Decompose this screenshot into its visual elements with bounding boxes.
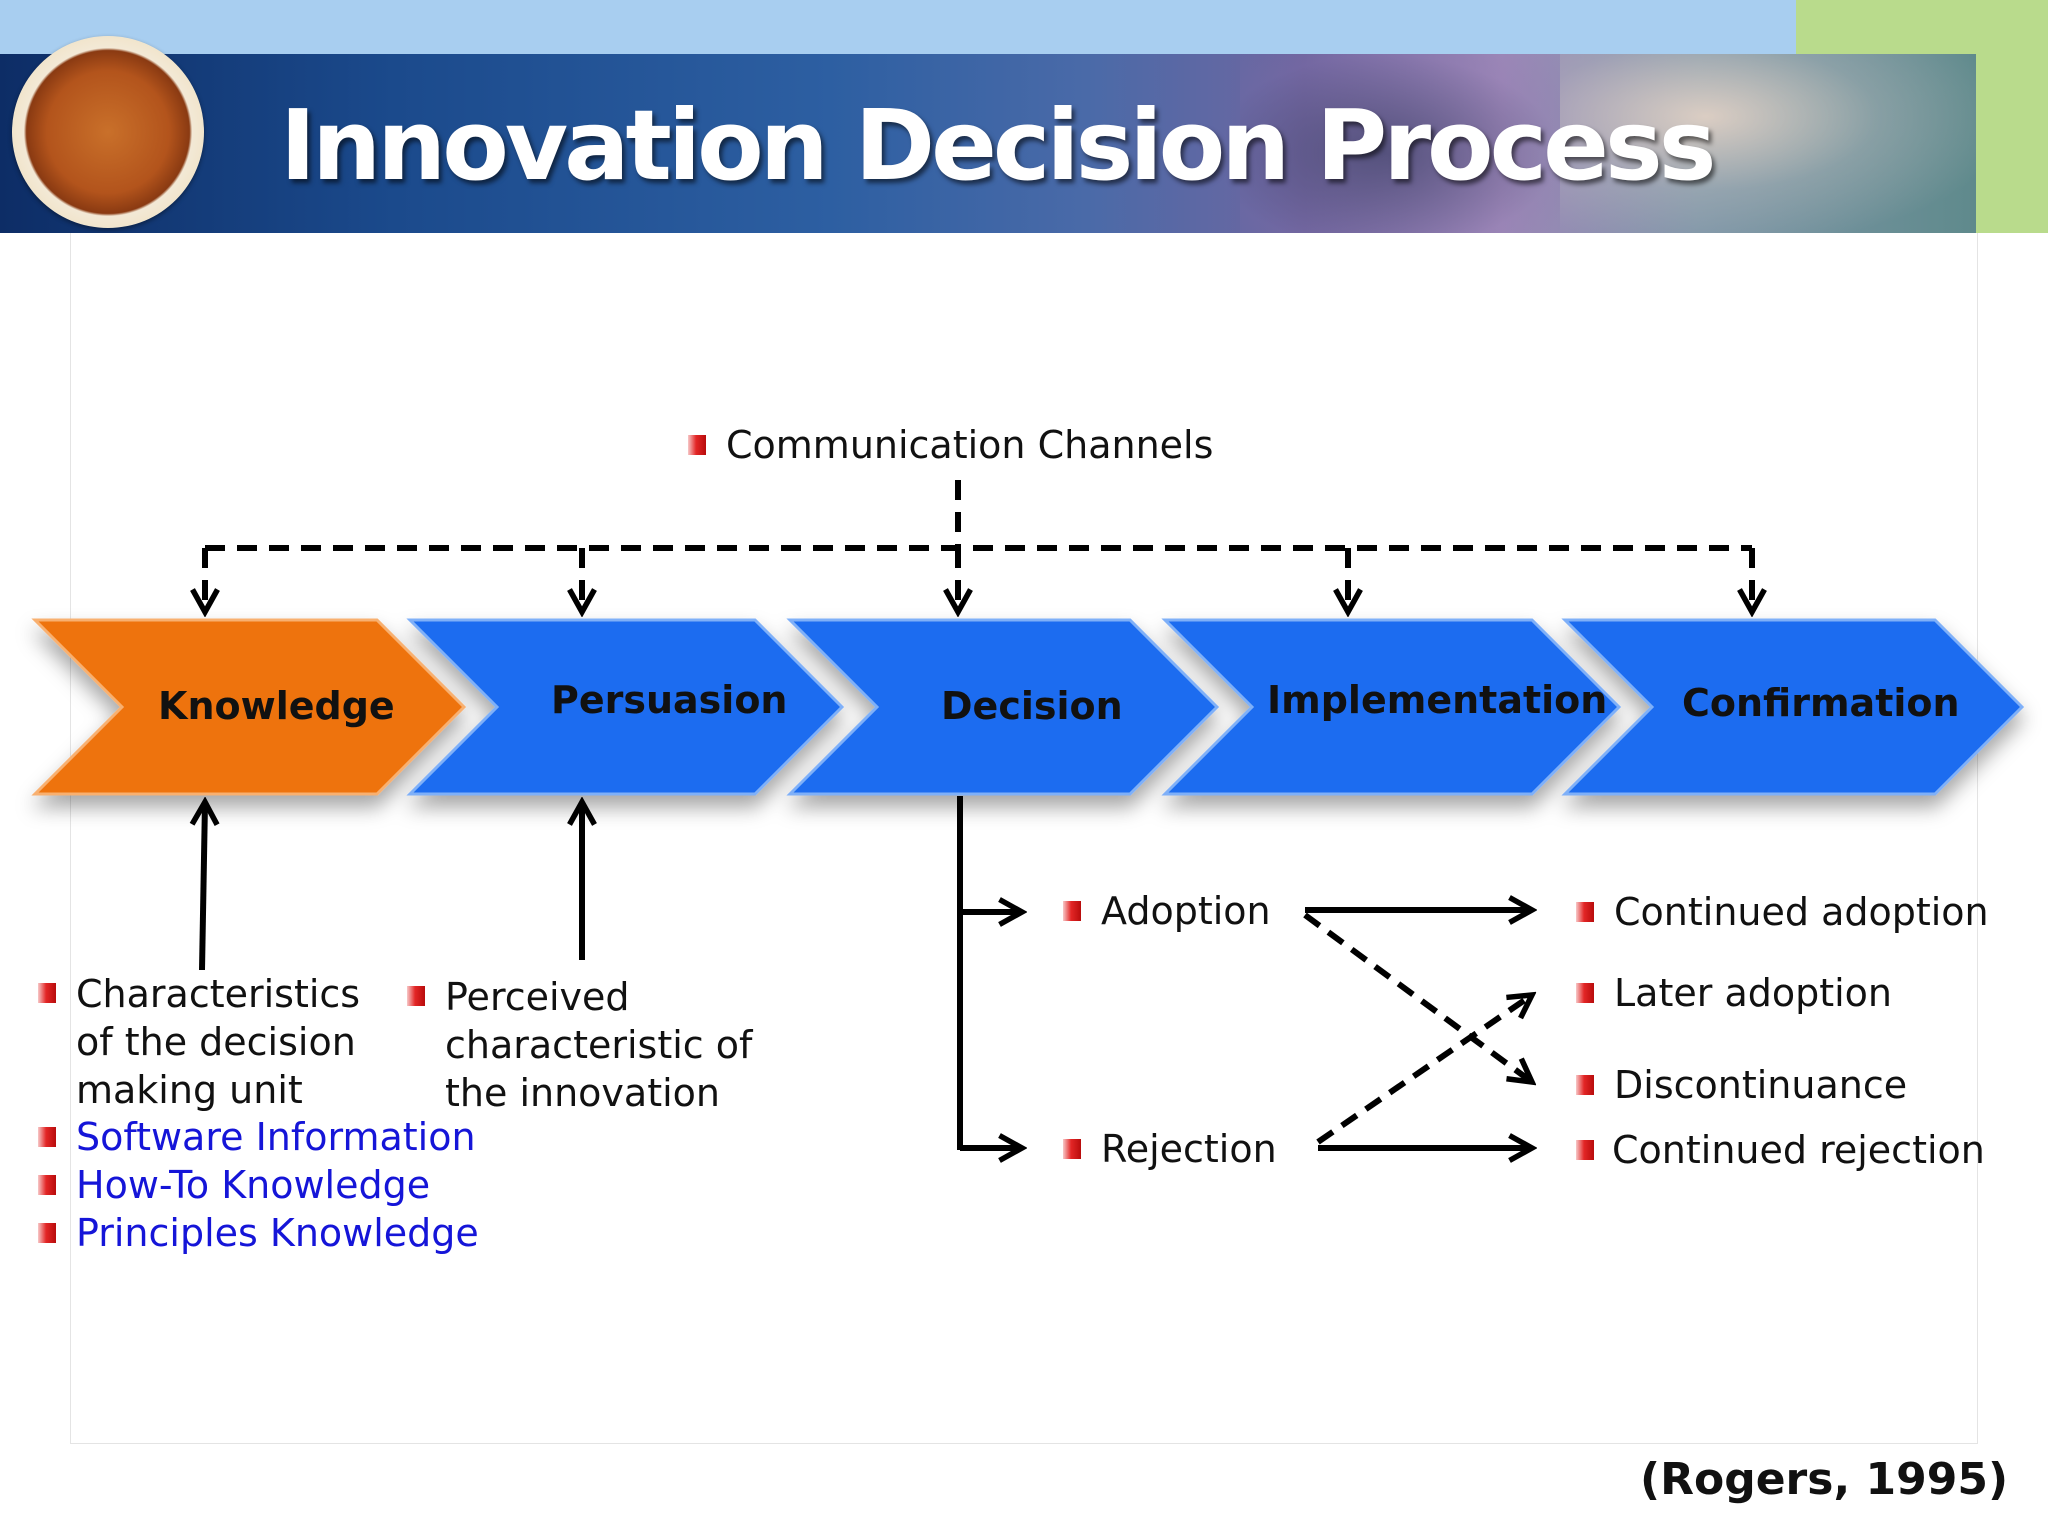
content-panel (70, 233, 1978, 1444)
stage-label-implementation: Implementation (1267, 678, 1608, 722)
bullet-icon (1576, 902, 1594, 922)
stage-label-persuasion: Persuasion (551, 678, 788, 722)
bullet-icon (688, 435, 706, 455)
bullet-icon (38, 983, 56, 1003)
characteristics-line-3: making unit (76, 1068, 303, 1112)
bullet-icon (38, 1175, 56, 1195)
outcome-continued-rejection: Continued rejection (1612, 1128, 1985, 1172)
knowledge-type-how-to: How-To Knowledge (76, 1163, 431, 1207)
outcome-later-adoption: Later adoption (1614, 971, 1893, 1015)
bullet-icon (1576, 1075, 1594, 1095)
stage-chevron-decision (786, 618, 1220, 796)
stage-chevron-persuasion (406, 618, 845, 796)
header-photo-woman (1560, 54, 1976, 233)
adoption-to-discontinuance-arrow (1303, 912, 1532, 1082)
citation: (Rogers, 1995) (1640, 1454, 2009, 1505)
bullet-icon (407, 986, 425, 1006)
stage-chevron-confirmation (1561, 618, 2025, 796)
knowledge-type-principles: Principles Knowledge (76, 1211, 479, 1255)
characteristics-line-2: of the decision (76, 1020, 356, 1064)
decision-outcome-rejection: Rejection (1101, 1127, 1277, 1171)
header-photo-people (1240, 54, 1560, 233)
stage-chevron-implementation (1161, 618, 1622, 796)
bullet-icon (1063, 1139, 1081, 1159)
decision-outcome-adoption: Adoption (1101, 889, 1271, 933)
bullet-icon (1063, 901, 1081, 921)
communication-channels-label: Communication Channels (726, 423, 1214, 467)
stage-chevron-knowledge (31, 618, 467, 796)
bullet-icon (38, 1127, 56, 1147)
perceived-line-1: Perceived (445, 975, 630, 1019)
stage-label-knowledge: Knowledge (158, 684, 395, 728)
knowledge-type-software-information: Software Information (76, 1115, 476, 1159)
stage-label-decision: Decision (941, 684, 1123, 728)
stage-label-confirmation: Confirmation (1682, 681, 1960, 725)
page-title: Innovation Decision Process (280, 89, 1716, 202)
bullet-icon (1576, 983, 1594, 1003)
perceived-line-3: the innovation (445, 1071, 720, 1115)
rejection-to-later-adoption-arrow (1316, 995, 1532, 1145)
perceived-line-2: characteristic of (445, 1023, 753, 1067)
characteristics-line-1: Characteristics (76, 972, 361, 1016)
outcome-continued-adoption: Continued adoption (1614, 890, 1989, 934)
outcome-discontinuance: Discontinuance (1614, 1063, 1908, 1107)
knowledge-input-arrow (202, 802, 205, 971)
top-banner-strip (0, 0, 1796, 54)
vocational-education-seal-logo (12, 36, 204, 228)
bullet-icon (1576, 1140, 1594, 1160)
bullet-icon (38, 1223, 56, 1243)
